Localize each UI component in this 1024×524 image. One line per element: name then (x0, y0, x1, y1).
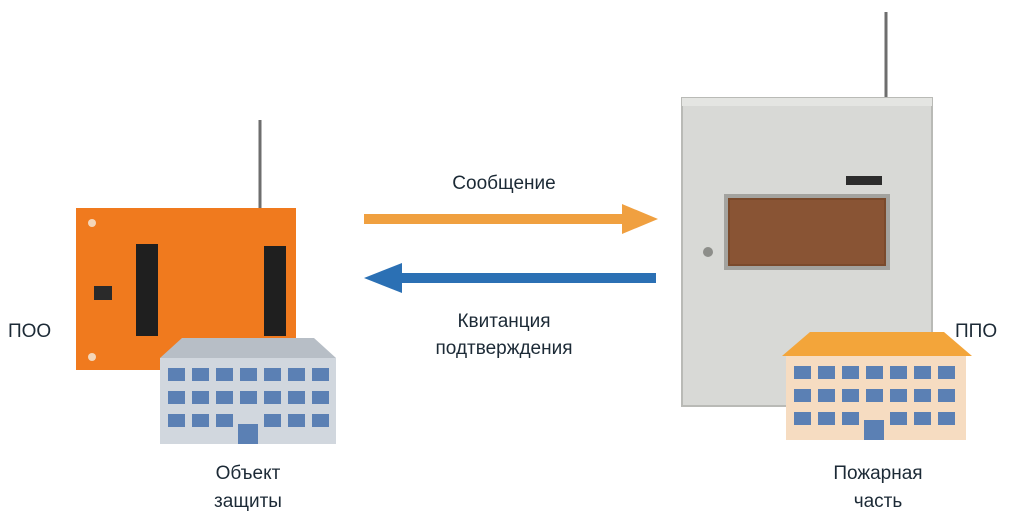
transmitter-slot-left (136, 244, 158, 336)
transmitter-screw (88, 353, 96, 361)
back-arrow-head (364, 263, 402, 293)
right-building-caption-line1: Пожарная (833, 463, 923, 484)
gray-building-roof (160, 338, 336, 358)
cabinet-top-edge (682, 98, 932, 106)
transmitter-slot-right (264, 246, 286, 336)
left-building-caption-line2: защиты (214, 491, 282, 512)
right-building-caption-line2: часть (853, 491, 903, 512)
back-arrow-label-line1: Квитанция (457, 311, 551, 332)
back-arrow-shaft (396, 273, 656, 283)
back-arrow-label-line2: подтверждения (435, 338, 573, 359)
transmitter-badge (94, 286, 112, 300)
protected-object-building (160, 338, 336, 444)
cabinet-lock (703, 247, 713, 257)
transmitter-screw (88, 219, 96, 227)
fire-station-building (782, 332, 972, 440)
transmitter-device (76, 120, 296, 370)
forward-arrow-head (622, 204, 658, 234)
back-arrow (364, 263, 656, 293)
left-building-caption-line1: Объект (215, 463, 281, 484)
cabinet-nameplate (846, 176, 882, 185)
orange-building-roof (782, 332, 972, 356)
left-station-abbr: ПОО (8, 321, 52, 342)
gray-building-windows (168, 368, 329, 444)
orange-building-windows (794, 366, 955, 440)
forward-arrow (364, 204, 658, 234)
right-station-abbr: ППО (955, 321, 998, 342)
forward-arrow-shaft (364, 214, 628, 224)
cabinet-display-glass (730, 200, 884, 264)
forward-arrow-label: Сообщение (452, 173, 556, 194)
